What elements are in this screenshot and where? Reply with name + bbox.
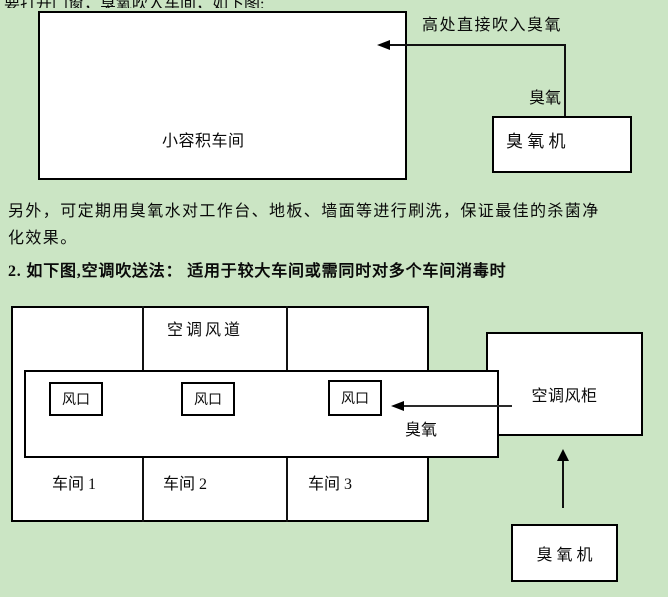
ozone-machine-box-diagram1: 臭 氧 机	[492, 116, 632, 173]
paragraph-line-2: 化效果。	[8, 230, 78, 247]
top-partial-text-line: 要打开门窗，臭氧吹入车间，如下图:	[4, 0, 424, 8]
ozone-machine-label-diagram1: 臭 氧 机	[506, 132, 566, 151]
duct-band-box	[24, 370, 499, 458]
ozone-flow-line-vertical	[564, 44, 566, 118]
section-2-heading: 2. 如下图,空调吹送法： 适用于较大车间或需同时对多个车间消毒时	[8, 263, 507, 280]
workshop-1-label: 车间 1	[52, 476, 97, 493]
ozone-flow-line-horizontal	[380, 44, 566, 46]
ozone-label-diagram2: 臭氧	[405, 422, 438, 439]
ac-duct-label: 空调风道	[167, 322, 244, 339]
ozone-machine-label-diagram2: 臭 氧 机	[536, 547, 593, 564]
vent-label-1: 风口	[62, 393, 90, 408]
workshop-3-label: 车间 3	[308, 476, 353, 493]
workshop-2-label: 车间 2	[163, 476, 208, 493]
top-partial-text: 要打开门窗，臭氧吹入车间，如下图:	[4, 0, 424, 8]
vent-label-2: 风口	[194, 393, 222, 408]
vent-box-3: 风口	[328, 380, 382, 416]
up-arrowhead-icon	[557, 449, 569, 461]
left-arrowhead-icon-diagram2	[391, 401, 404, 411]
machine-to-cabinet-line	[562, 459, 564, 508]
blow-ozone-caption: 高处直接吹入臭氧	[422, 17, 563, 34]
vent-box-2: 风口	[181, 382, 235, 416]
vent-box-1: 风口	[49, 382, 103, 416]
ozone-label-diagram1: 臭氧	[529, 90, 562, 107]
left-arrowhead-icon	[377, 40, 390, 50]
small-workshop-box: 小容积车间	[38, 11, 407, 180]
ac-cabinet-label: 空调风柜	[531, 388, 598, 405]
paragraph-line-1: 另外，可定期用臭氧水对工作台、地板、墙面等进行刷洗，保证最佳的杀菌净	[8, 203, 600, 220]
ac-cabinet-box: 空调风柜	[486, 332, 643, 436]
vent-label-3: 风口	[341, 392, 369, 407]
ozone-flow-line-diagram2	[394, 405, 512, 407]
ozone-machine-box-diagram2: 臭 氧 机	[511, 524, 618, 582]
small-workshop-label: 小容积车间	[162, 133, 245, 150]
